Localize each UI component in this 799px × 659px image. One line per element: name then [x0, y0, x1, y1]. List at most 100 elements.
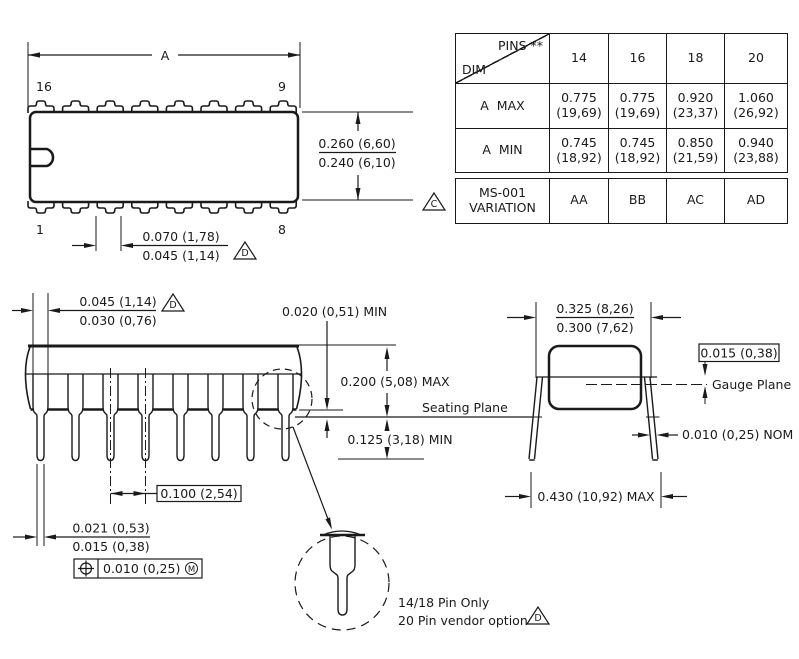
- top-view: 16 9 1 8 A 0.260 (6,60) 0.240 (6,10) 0.0…: [27, 42, 413, 263]
- dim-overall-row-width: 0.430 (10,92) MAX: [505, 472, 687, 508]
- dim-body-width: 0.260 (6,60) 0.240 (6,10): [302, 111, 413, 201]
- table-cell: 0.940 (23,88): [724, 128, 787, 172]
- overall-row-width-label: 0.430 (10,92) MAX: [537, 489, 655, 504]
- table-cell: 0.850 (21,59): [666, 128, 724, 172]
- value-in: 0.745: [561, 134, 597, 150]
- lead-base-width-max: 0.070 (1,78): [142, 229, 219, 244]
- table-cell: 0.775 (19,69): [608, 83, 666, 128]
- flag-d-detail: D: [525, 605, 551, 625]
- table-corner-dim: DIM: [462, 62, 487, 78]
- flag-c-table: C: [421, 191, 447, 211]
- table-row-label-a-min: A MIN: [456, 128, 549, 172]
- gauge-offset-label: 0.015 (0,38): [700, 346, 777, 361]
- dim-a: A: [27, 42, 301, 108]
- flag-d-letter: D: [241, 248, 248, 259]
- table-row-label-a-max: A MAX: [456, 83, 549, 128]
- value-mm: (19,69): [614, 105, 661, 120]
- table-cell: 1.060 (26,92): [724, 83, 787, 128]
- variation-cell-20: AD: [724, 178, 787, 223]
- dimension-table: PINS ** DIM 14 16 18 20 A MAX 0.775 (19,…: [455, 33, 788, 173]
- end-view-legs: [528, 376, 659, 461]
- shoulder-width-min: 0.030 (0,76): [79, 313, 156, 328]
- pin-label-8: 8: [278, 222, 286, 237]
- lead-detail: 14/18 Pin Only 20 Pin vendor option D: [294, 530, 551, 631]
- variation-cell-18: AC: [666, 178, 724, 223]
- value-mm: (18,92): [556, 149, 602, 165]
- value-mm: (18,92): [614, 149, 661, 165]
- lead-thickness-label: 0.010 (0,25) NOM: [682, 427, 793, 442]
- table-col-14: 14: [549, 34, 608, 83]
- detail-lead-outline: [329, 535, 356, 616]
- pitch-label: 0.100 (2,54): [160, 486, 237, 501]
- pin-label-16: 16: [36, 79, 52, 94]
- table-corner-pins: PINS **: [498, 38, 543, 53]
- variation-cell-16: BB: [608, 178, 666, 223]
- detail-note-line1: 14/18 Pin Only: [398, 595, 490, 610]
- dim-shoulder-width: 0.045 (1,14) 0.030 (0,76) D: [12, 292, 186, 410]
- table-cell: 0.920 (23,37): [666, 83, 724, 128]
- variation-cell-14: AA: [549, 178, 608, 223]
- position-symbol-icon: [78, 560, 94, 577]
- dim-lead-length: 0.125 (3,18) MIN: [338, 419, 453, 460]
- standoff-label: 0.020 (0,51) MIN: [282, 304, 387, 319]
- pin-label-9: 9: [278, 79, 286, 94]
- table-col-18: 18: [666, 34, 724, 83]
- mmc-letter: M: [188, 565, 195, 575]
- row-span-min: 0.300 (7,62): [556, 320, 633, 335]
- dim-a-label: A: [161, 48, 170, 63]
- table-cell: 0.745 (18,92): [549, 128, 608, 172]
- lead-width-min: 0.015 (0,38): [72, 539, 149, 554]
- value-mm: (23,37): [672, 105, 719, 120]
- detail-note-line2: 20 Pin vendor option: [398, 613, 528, 628]
- seating-plane-label: Seating Plane: [422, 400, 508, 415]
- lead-base-width-min: 0.045 (1,14): [142, 248, 219, 263]
- flag-c-letter: C: [431, 199, 438, 210]
- dim-pitch: 0.100 (2,54): [110, 484, 242, 503]
- value-in: 0.850: [677, 134, 714, 150]
- table-col-20: 20: [724, 34, 787, 83]
- body-width-max: 0.260 (6,60): [318, 136, 395, 151]
- position-tolerance-value: 0.010 (0,25): [103, 561, 180, 576]
- table-col-16: 16: [608, 34, 666, 83]
- dim-lead-thickness: 0.010 (0,25) NOM: [632, 427, 793, 442]
- end-view: 0.325 (8,26) 0.300 (7,62) 0.015 (0,38) G…: [505, 301, 793, 508]
- variation-label-line2: VARIATION: [469, 199, 536, 215]
- side-view: 0.045 (1,14) 0.030 (0,76) D 0.020 (0,51)…: [12, 292, 532, 579]
- dim-standoff: 0.020 (0,51) MIN: [282, 304, 387, 438]
- dim-lead-width: 0.021 (0,53) 0.015 (0,38): [13, 464, 150, 554]
- position-tolerance-frame: 0.010 (0,25) M: [73, 558, 203, 579]
- side-body-left-end: [24, 346, 32, 410]
- lead-width-max: 0.021 (0,53): [72, 521, 149, 536]
- table-cell: 0.745 (18,92): [608, 128, 666, 172]
- mmc-modifier-icon: M: [185, 562, 198, 575]
- flag-d-letter: D: [169, 300, 176, 311]
- value-mm: (19,69): [556, 105, 602, 120]
- value-mm: (21,59): [672, 149, 719, 165]
- value-mm: (26,92): [733, 105, 779, 120]
- detail-circle: [294, 535, 390, 631]
- detail-callout-circle: [251, 368, 313, 430]
- table-corner-cell: PINS ** DIM: [456, 34, 549, 83]
- dim-lead-base-width: 0.070 (1,78) 0.045 (1,14) D: [72, 216, 258, 263]
- value-mm: (23,88): [733, 149, 779, 165]
- gauge-plane-label: Gauge Plane: [712, 377, 791, 392]
- dim-row-span: 0.325 (8,26) 0.300 (7,62): [507, 301, 681, 335]
- value-in: 0.940: [738, 134, 774, 150]
- value-in: 0.775: [561, 90, 597, 106]
- variation-label-line1: MS-001: [478, 185, 527, 200]
- pin1-index-notch: [31, 147, 55, 168]
- detail-leader-line: [292, 426, 332, 528]
- row-span-max: 0.325 (8,26): [556, 301, 633, 316]
- table-cell: 0.775 (19,69): [549, 83, 608, 128]
- side-body-right-end: [295, 346, 303, 410]
- pin-label-1: 1: [36, 222, 44, 237]
- value-in: 1.060: [738, 90, 774, 106]
- flag-d-top-view: D: [232, 240, 258, 260]
- flag-d-letter: D: [534, 613, 541, 624]
- flag-d-side-view: D: [160, 292, 186, 312]
- variation-table: MS-001 VARIATION AA BB AC AD: [455, 177, 788, 224]
- variation-row-label: MS-001 VARIATION: [456, 179, 549, 224]
- body-height-label: 0.200 (5,08) MAX: [340, 374, 450, 389]
